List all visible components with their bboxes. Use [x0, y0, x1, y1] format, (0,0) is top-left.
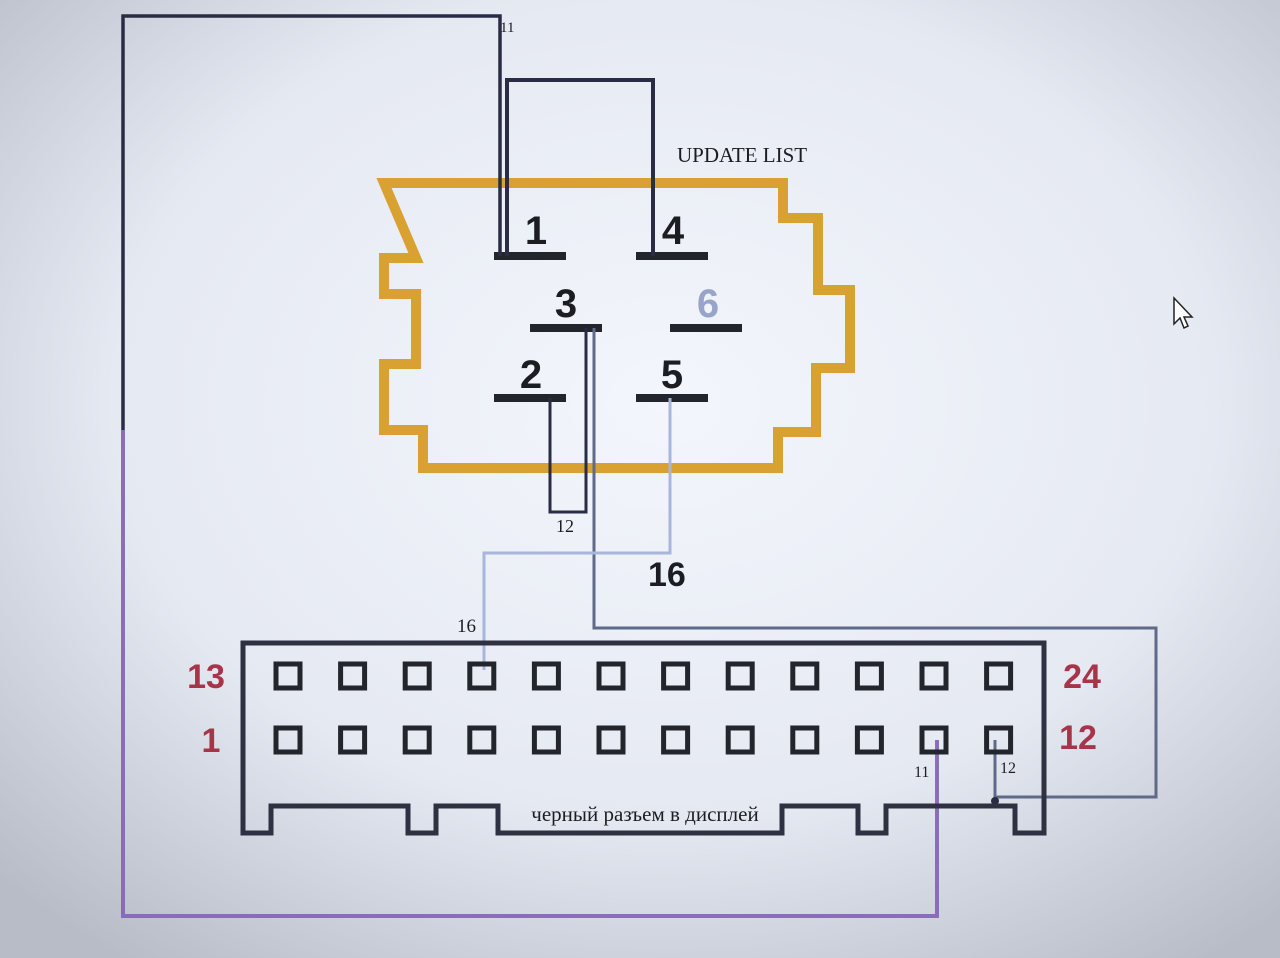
display-pin-15	[402, 661, 432, 691]
wire-label-11-bottom: 11	[914, 764, 929, 781]
display-pin-2	[338, 725, 368, 755]
display-pin-6	[596, 725, 626, 755]
display-pin-11	[919, 725, 949, 755]
pin-1-label: 1	[525, 209, 547, 253]
wire-label-16-large: 16	[648, 556, 686, 594]
display-pin-9	[790, 725, 820, 755]
display-pin-23	[919, 661, 949, 691]
wire-16-pin5-to-pin16	[482, 398, 672, 670]
display-pin-18	[596, 661, 626, 691]
display-connector-caption: черный разъем в дисплей	[531, 802, 758, 826]
display-pin-19	[661, 661, 691, 691]
wire-label-11-top: 11	[500, 20, 514, 36]
bottom-connector-pins	[273, 661, 1014, 755]
display-pin-1	[273, 725, 303, 755]
display-pin-10	[854, 725, 884, 755]
display-pin-12	[984, 725, 1014, 755]
display-pin-5	[531, 725, 561, 755]
wire-label-16-small: 16	[457, 616, 476, 637]
wire-bridge-1-4	[505, 78, 655, 256]
display-pin-24	[984, 661, 1014, 691]
display-pin-13	[273, 661, 303, 691]
display-pin-14	[338, 661, 368, 691]
row-label-12: 12	[1059, 719, 1097, 757]
pin-3-label: 3	[555, 282, 577, 326]
display-pin-3	[402, 725, 432, 755]
wire-11-purple-segment	[121, 430, 939, 918]
pin-5-label: 5	[661, 353, 683, 397]
pin-4-label: 4	[662, 209, 685, 253]
row-label-13: 13	[187, 658, 225, 696]
mouse-cursor-icon	[1173, 296, 1194, 330]
bottom-connector-outline	[240, 640, 1047, 836]
pin-6-label: 6	[697, 282, 719, 326]
row-label-1: 1	[202, 722, 221, 760]
display-pin-8	[725, 725, 755, 755]
pin-2-label: 2	[520, 353, 542, 397]
display-pin-22	[854, 661, 884, 691]
display-pin-17	[531, 661, 561, 691]
display-pin-7	[661, 725, 691, 755]
display-pin-20	[725, 661, 755, 691]
top-connector-outline	[376, 178, 855, 473]
diagram-title: UPDATE LIST	[677, 143, 807, 167]
wire-label-12-bottom: 12	[1000, 760, 1016, 777]
wire-label-12-mid: 12	[556, 516, 574, 536]
display-pin-16	[467, 661, 497, 691]
wire-junction-dot	[991, 797, 999, 805]
row-label-24: 24	[1063, 658, 1101, 696]
wire-12-pin2-pin3-loop	[548, 328, 588, 514]
wire-pin3-to-pin12	[592, 328, 1158, 799]
display-pin-4	[467, 725, 497, 755]
display-pin-21	[790, 661, 820, 691]
